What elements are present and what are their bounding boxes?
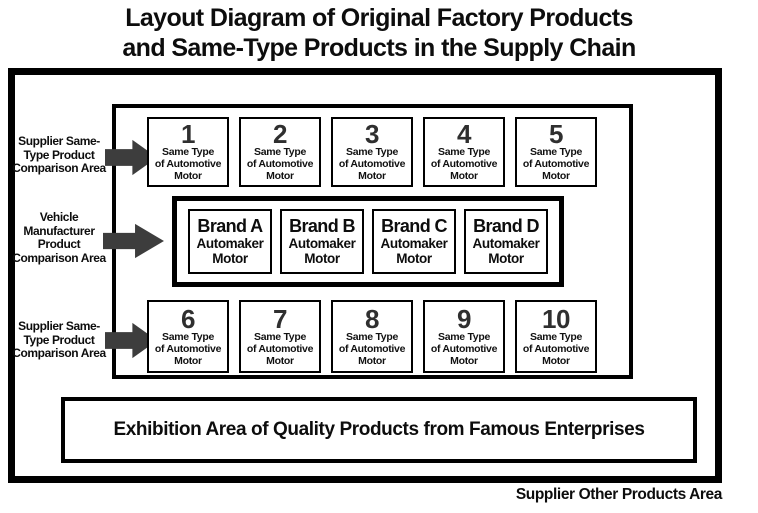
product-line: Same Type (254, 146, 306, 158)
product-box-2: 2 Same Type of Automotive Motor (239, 117, 321, 187)
product-line: of Automotive (154, 342, 222, 355)
product-line: Motor (450, 170, 478, 182)
label-supplier-same-type-top: Supplier Same- Type Product Comparison A… (6, 134, 112, 176)
product-box-4: 4 Same Type of Automotive Motor (423, 117, 505, 187)
brand-line: Motor (396, 251, 432, 266)
product-line: Motor (542, 354, 570, 367)
product-line: Same Type (530, 330, 582, 343)
product-line: of Automotive (154, 158, 222, 170)
product-line: Same Type (438, 146, 490, 158)
product-box-5: 5 Same Type of Automotive Motor (515, 117, 597, 187)
product-number: 7 (273, 303, 287, 334)
brand-line: Automaker (380, 236, 448, 251)
brand-line: Automaker (472, 236, 540, 251)
product-number: 5 (549, 119, 563, 149)
label-line: Type Product (23, 147, 95, 162)
product-line: of Automotive (246, 342, 314, 355)
product-box-1: 1 Same Type of Automotive Motor (147, 117, 229, 187)
supplier-other-products-label: Supplier Other Products Area (515, 486, 723, 503)
product-number: 4 (457, 119, 471, 149)
arrow-right-icon (105, 322, 158, 359)
product-number: 3 (365, 119, 379, 149)
product-box-3: 3 Same Type of Automotive Motor (331, 117, 413, 187)
label-supplier-same-type-bottom: Supplier Same- Type Product Comparison A… (6, 319, 112, 361)
supplier-top-row: 1 Same Type of Automotive Motor 2 Same T… (147, 117, 597, 187)
label-line: Supplier Same- (18, 134, 100, 148)
label-line: Vehicle (39, 210, 79, 224)
product-line: Same Type (346, 146, 398, 158)
arrow-right-icon (105, 139, 158, 176)
product-box-8: 8 Same Type of Automotive Motor (331, 300, 413, 373)
page-title-line1: Layout Diagram of Original Factory Produ… (125, 4, 633, 32)
arrow-right-icon (103, 223, 165, 259)
brand-line: Automaker (288, 236, 356, 251)
product-line: Same Type (530, 146, 582, 158)
product-box-9: 9 Same Type of Automotive Motor (423, 300, 505, 373)
product-line: of Automotive (338, 342, 406, 355)
product-line: of Automotive (522, 158, 590, 170)
label-line: Comparison Area (12, 161, 106, 175)
exhibition-area-box: Exhibition Area of Quality Products from… (61, 397, 697, 463)
product-number: 1 (181, 119, 195, 149)
product-line: of Automotive (430, 342, 498, 355)
vehicle-manufacturer-row: Brand A Automaker Motor Brand B Automake… (172, 196, 564, 287)
brand-name: Brand A (197, 216, 263, 236)
brand-box-b: Brand B Automaker Motor (280, 209, 364, 274)
product-number: 10 (542, 303, 570, 334)
product-line: of Automotive (246, 158, 314, 170)
label-line: Comparison Area (12, 346, 106, 360)
label-line: Manufacturer (23, 223, 95, 238)
product-number: 6 (181, 303, 195, 334)
brand-line: Motor (304, 251, 340, 266)
product-line: Motor (450, 354, 478, 367)
label-line: Comparison Area (12, 250, 106, 265)
label-line: Type Product (23, 332, 95, 347)
product-line: of Automotive (430, 158, 498, 170)
product-number: 9 (457, 303, 471, 334)
product-line: Same Type (254, 330, 306, 343)
brand-line: Automaker (196, 236, 264, 251)
brand-line: Motor (212, 251, 248, 266)
brand-line: Motor (488, 251, 524, 266)
product-line: Motor (358, 170, 386, 182)
product-line: Same Type (438, 330, 490, 343)
brand-name: Brand B (289, 216, 355, 236)
supplier-bottom-row: 6 Same Type of Automotive Motor 7 Same T… (147, 300, 597, 373)
product-box-7: 7 Same Type of Automotive Motor (239, 300, 321, 373)
product-line: Motor (174, 354, 202, 367)
product-line: Motor (266, 170, 294, 182)
brand-name: Brand D (473, 216, 539, 236)
product-line: of Automotive (522, 342, 590, 355)
page-title: Layout Diagram of Original Factory Produ… (0, 3, 758, 63)
brand-box-d: Brand D Automaker Motor (464, 209, 548, 274)
brand-box-c: Brand C Automaker Motor (372, 209, 456, 274)
brand-box-a: Brand A Automaker Motor (188, 209, 272, 274)
label-line: Supplier Same- (18, 319, 100, 333)
product-line: Same Type (162, 146, 214, 158)
product-line: Motor (542, 170, 570, 182)
page-title-line2: and Same-Type Products in the Supply Cha… (122, 34, 636, 62)
label-line: Product (37, 237, 81, 251)
product-line: Motor (358, 354, 386, 367)
product-box-6: 6 Same Type of Automotive Motor (147, 300, 229, 373)
product-line: of Automotive (338, 158, 406, 170)
product-line: Motor (266, 354, 294, 367)
product-box-10: 10 Same Type of Automotive Motor (515, 300, 597, 373)
brand-name: Brand C (381, 216, 447, 236)
label-vehicle-manufacturer: Vehicle Manufacturer Product Comparison … (6, 210, 112, 265)
product-line: Motor (174, 170, 202, 182)
product-line: Same Type (346, 330, 398, 343)
product-number: 2 (273, 119, 287, 149)
product-number: 8 (365, 303, 379, 334)
product-line: Same Type (162, 330, 214, 343)
exhibition-area-label: Exhibition Area of Quality Products from… (113, 419, 645, 440)
